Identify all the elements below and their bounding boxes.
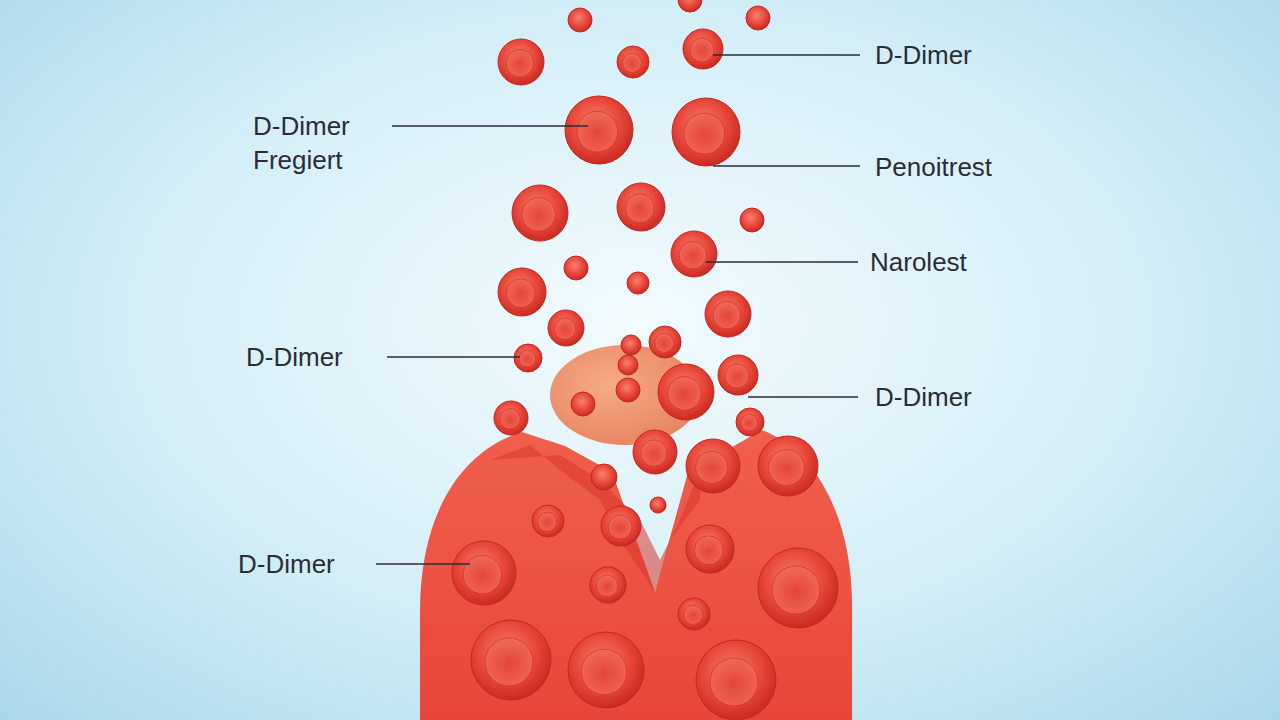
cell-center [769, 450, 805, 486]
red-blood-cell [498, 39, 544, 85]
red-blood-cell [678, 598, 710, 630]
cell-center [506, 49, 534, 77]
red-blood-cell [683, 29, 723, 69]
cell-center [519, 350, 536, 367]
red-blood-cell [633, 430, 677, 474]
cell-center [554, 318, 576, 340]
cell-center [690, 38, 714, 62]
red-blood-cell [758, 548, 838, 628]
leader-lines [376, 55, 860, 564]
callout-label: Narolest [870, 245, 967, 279]
cell-center [596, 575, 618, 597]
cell-center [695, 451, 727, 483]
callout-label: D-Dimer [246, 340, 343, 374]
red-blood-cell [568, 632, 644, 708]
red-blood-cell [616, 378, 640, 402]
cell-center [641, 440, 667, 466]
red-blood-cell [548, 310, 584, 346]
red-blood-cell [686, 525, 734, 573]
red-blood-cell [672, 98, 740, 166]
red-blood-cell [471, 620, 551, 700]
red-blood-cell [494, 401, 528, 435]
red-blood-cell [564, 256, 588, 280]
cell-center [463, 555, 501, 593]
cell-center [713, 301, 741, 329]
red-blood-cell [532, 505, 564, 537]
cell-center [710, 658, 758, 706]
red-blood-cell [591, 464, 617, 490]
red-blood-cell [718, 355, 758, 395]
red-blood-cell [514, 344, 542, 372]
red-blood-cell [452, 541, 516, 605]
callout-label: D-Dimer Fregiert [253, 109, 403, 177]
cell-center [655, 333, 674, 352]
callout-label: D-Dimer [238, 547, 335, 581]
cell-center [500, 409, 520, 429]
red-blood-cell [512, 185, 568, 241]
red-blood-cell [649, 326, 681, 358]
callout-label: D-Dimer [875, 380, 972, 414]
red-blood-cell [617, 183, 665, 231]
cell-center [623, 53, 642, 72]
red-blood-cell [740, 208, 764, 232]
red-blood-cell [758, 436, 818, 496]
cell-center [608, 515, 632, 539]
red-blood-cell [678, 0, 702, 12]
red-blood-cell [618, 355, 638, 375]
red-blood-cell [617, 46, 649, 78]
red-blood-cells [452, 0, 838, 720]
clot-mass [420, 430, 852, 720]
cell-center [506, 279, 535, 308]
red-blood-cell [568, 8, 592, 32]
red-blood-cell [621, 335, 641, 355]
cell-center [577, 111, 618, 152]
cell-center [684, 113, 725, 154]
cell-center [772, 566, 820, 614]
cell-center [668, 377, 702, 411]
cell-center [522, 198, 556, 232]
cell-center [625, 194, 654, 223]
callout-label: Penoitrest [875, 150, 992, 184]
red-blood-cell [696, 640, 776, 720]
cell-center [684, 605, 703, 624]
red-blood-cell [498, 268, 546, 316]
red-blood-cell [627, 272, 649, 294]
cell-center [538, 512, 557, 531]
cell-center [581, 649, 627, 695]
red-blood-cell [650, 497, 666, 513]
cell-center [741, 414, 758, 431]
red-blood-cell [571, 392, 595, 416]
red-blood-cell [705, 291, 751, 337]
red-blood-cell [601, 506, 641, 546]
cell-center [725, 364, 749, 388]
cell-center [679, 241, 707, 269]
cell-center [485, 638, 533, 686]
callout-label: D-Dimer [875, 38, 972, 72]
cell-center [694, 536, 723, 565]
red-blood-cell [736, 408, 764, 436]
red-blood-cell [658, 364, 714, 420]
red-blood-cell [565, 96, 633, 164]
red-blood-cell [590, 567, 626, 603]
red-blood-cell [671, 231, 717, 277]
red-blood-cell [686, 439, 740, 493]
red-blood-cell [746, 6, 770, 30]
